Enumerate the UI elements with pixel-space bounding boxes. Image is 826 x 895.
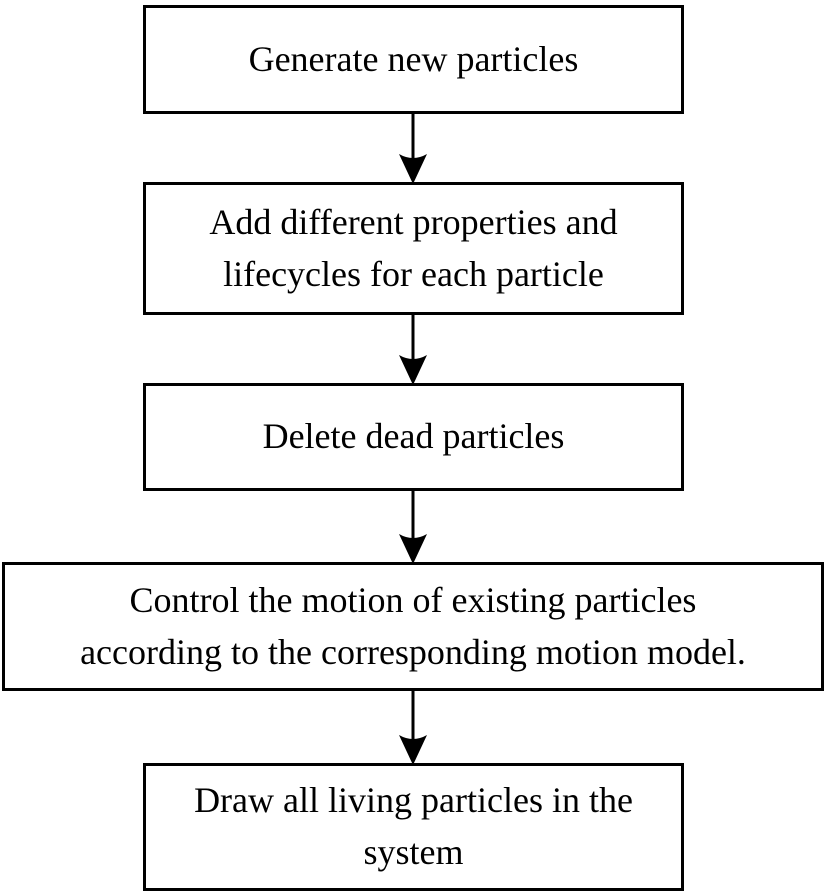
flowchart-node-generate-particles: Generate new particles [143, 5, 684, 114]
node-label: Draw all living particles in the system [194, 780, 633, 872]
node-label: Control the motion of existing particles… [80, 579, 746, 672]
flowchart-node-control-motion: Control the motion of existing particles… [2, 562, 824, 691]
flow-arrow-down-4 [399, 689, 427, 765]
flow-arrow-down-3 [399, 489, 427, 564]
flowchart-node-add-properties: Add different properties and lifecycles … [143, 182, 684, 315]
node-label: Generate new particles [248, 38, 579, 79]
node-label: Delete dead particles [262, 416, 565, 457]
flow-arrow-down-2 [399, 313, 427, 385]
flow-arrow-down-1 [399, 112, 427, 184]
node-label: Add different properties and lifecycles … [209, 201, 618, 294]
flowchart-node-draw-particles: Draw all living particles in the system [143, 763, 684, 891]
flowchart-node-delete-dead-particles: Delete dead particles [143, 383, 684, 491]
